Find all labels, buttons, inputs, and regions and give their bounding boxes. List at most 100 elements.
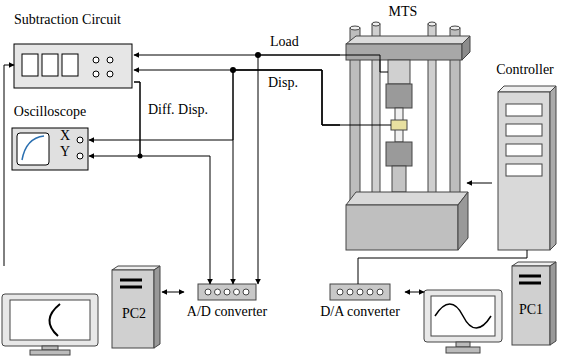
signal-wire xyxy=(258,55,340,284)
converter-box: A/D converter xyxy=(184,284,271,324)
junction-dot xyxy=(138,52,262,159)
pc2-tower-part xyxy=(120,286,142,289)
mts-machine-part xyxy=(391,120,407,130)
mts-signal-wire-part xyxy=(340,125,391,126)
pc2-tower-part xyxy=(112,266,160,270)
node-label: D/A converter xyxy=(315,304,405,320)
ad-converter-box-part xyxy=(243,289,249,295)
controller-cabinet-part xyxy=(550,86,556,250)
signal-wire xyxy=(162,292,184,293)
pc2-monitor-part xyxy=(42,346,58,350)
pc1-monitor-part xyxy=(435,304,491,328)
signal-wire xyxy=(233,70,340,284)
controller-cabinet xyxy=(498,86,556,250)
da-converter-box-part xyxy=(367,289,373,295)
pc1-tower-part xyxy=(550,262,556,345)
oscilloscope-box xyxy=(12,128,88,170)
oscilloscope: OscilloscopeXY xyxy=(12,104,89,172)
signal-label: Diff. Disp. xyxy=(146,102,210,118)
pc2-tower xyxy=(112,266,160,348)
pc1-monitor-part xyxy=(431,296,495,336)
signal-label: Load xyxy=(268,34,301,50)
oscilloscope-box-part xyxy=(17,133,49,165)
da-converter-box-part xyxy=(347,289,353,295)
controller-cabinet-part xyxy=(506,164,542,176)
da-converter-box-part xyxy=(337,289,343,295)
pc2-tower-part xyxy=(154,266,160,348)
node-label: MTS xyxy=(339,4,467,20)
pc1-tower-part xyxy=(512,262,556,266)
controller-cabinet-part xyxy=(498,86,556,92)
node-label: PC2 xyxy=(111,306,157,322)
signal-wire xyxy=(358,250,527,284)
converter-box: D/A converter xyxy=(316,284,405,324)
subtraction-circuit-box-part xyxy=(62,54,78,76)
node-label: A/D converter xyxy=(183,304,271,320)
mts-machine: MTS xyxy=(340,4,467,252)
subtraction-circuit: Subtraction Circuit xyxy=(14,12,134,90)
ad-converter-box-part xyxy=(205,289,211,295)
pc-unit: PC1 xyxy=(424,262,558,356)
mts-machine-part xyxy=(428,22,436,26)
node-label: Oscilloscope xyxy=(11,104,89,120)
pc1-monitor-part xyxy=(446,347,480,353)
pc1-tower-part xyxy=(512,266,550,345)
subtraction-circuit-box-part xyxy=(22,54,38,76)
ad-converter-box-part xyxy=(224,289,230,295)
subtraction-circuit-box-part xyxy=(42,54,58,76)
terminal-label: Y xyxy=(57,144,73,160)
pc2-monitor-part xyxy=(10,300,90,340)
subtraction-circuit-box xyxy=(14,44,132,88)
pc2-monitor xyxy=(2,294,98,355)
subtraction-circuit-box-part xyxy=(14,44,132,88)
mts-signal-wire xyxy=(340,55,391,125)
mts-machine-part xyxy=(392,166,406,192)
signal-wire xyxy=(134,82,210,284)
mts-machine-part xyxy=(462,36,470,60)
da-converter-box-part xyxy=(357,289,363,295)
ad-converter-box-part xyxy=(198,284,256,300)
mts-machine-part xyxy=(346,36,470,44)
node-label: Controller xyxy=(491,62,559,78)
mts-machine-part xyxy=(388,60,410,84)
signal-wire xyxy=(89,70,340,140)
da-converter-box xyxy=(330,284,390,300)
ad-converter-box-part xyxy=(234,289,240,295)
mts-machine-part xyxy=(450,26,460,30)
signal-wire xyxy=(4,65,14,266)
mts-machine-part xyxy=(386,142,412,166)
controller-cabinet-part xyxy=(498,92,550,250)
subtraction-circuit-box-part xyxy=(93,71,99,77)
controller-cabinet-part xyxy=(506,144,542,156)
controller: Controller xyxy=(492,62,559,250)
ad-converter-box-part xyxy=(215,289,221,295)
controller-cabinet-part xyxy=(506,104,542,116)
signal-wire xyxy=(134,70,340,125)
mts-machine-part xyxy=(346,44,462,60)
pc1-monitor-part xyxy=(456,342,470,347)
pc-unit: PC2 xyxy=(2,266,162,356)
mts-signal-wire-part xyxy=(340,55,388,72)
controller-cabinet-part xyxy=(506,124,542,136)
mts-machine-part xyxy=(346,205,458,250)
subtraction-circuit-box-part xyxy=(107,71,113,77)
arrowhead-def xyxy=(4,55,527,292)
pc2-monitor-part xyxy=(2,294,98,346)
da-converter-box-part xyxy=(377,289,383,295)
pc1-monitor-part xyxy=(424,290,502,342)
mts-machine-part xyxy=(458,192,468,250)
oscilloscope-box-part xyxy=(22,136,44,160)
oscilloscope-box-part xyxy=(77,137,83,143)
signal-wire xyxy=(89,82,140,156)
signal-wire xyxy=(405,292,424,293)
node-label: Subtraction Circuit xyxy=(14,12,134,28)
oscilloscope-box-part xyxy=(12,128,88,170)
pc1-tower xyxy=(512,262,556,345)
pc2-monitor-part xyxy=(49,304,60,336)
mts-machine xyxy=(346,22,470,250)
pc1-tower-part xyxy=(519,282,541,285)
mts-machine-part xyxy=(350,26,360,30)
mts-machine-part xyxy=(346,192,468,205)
